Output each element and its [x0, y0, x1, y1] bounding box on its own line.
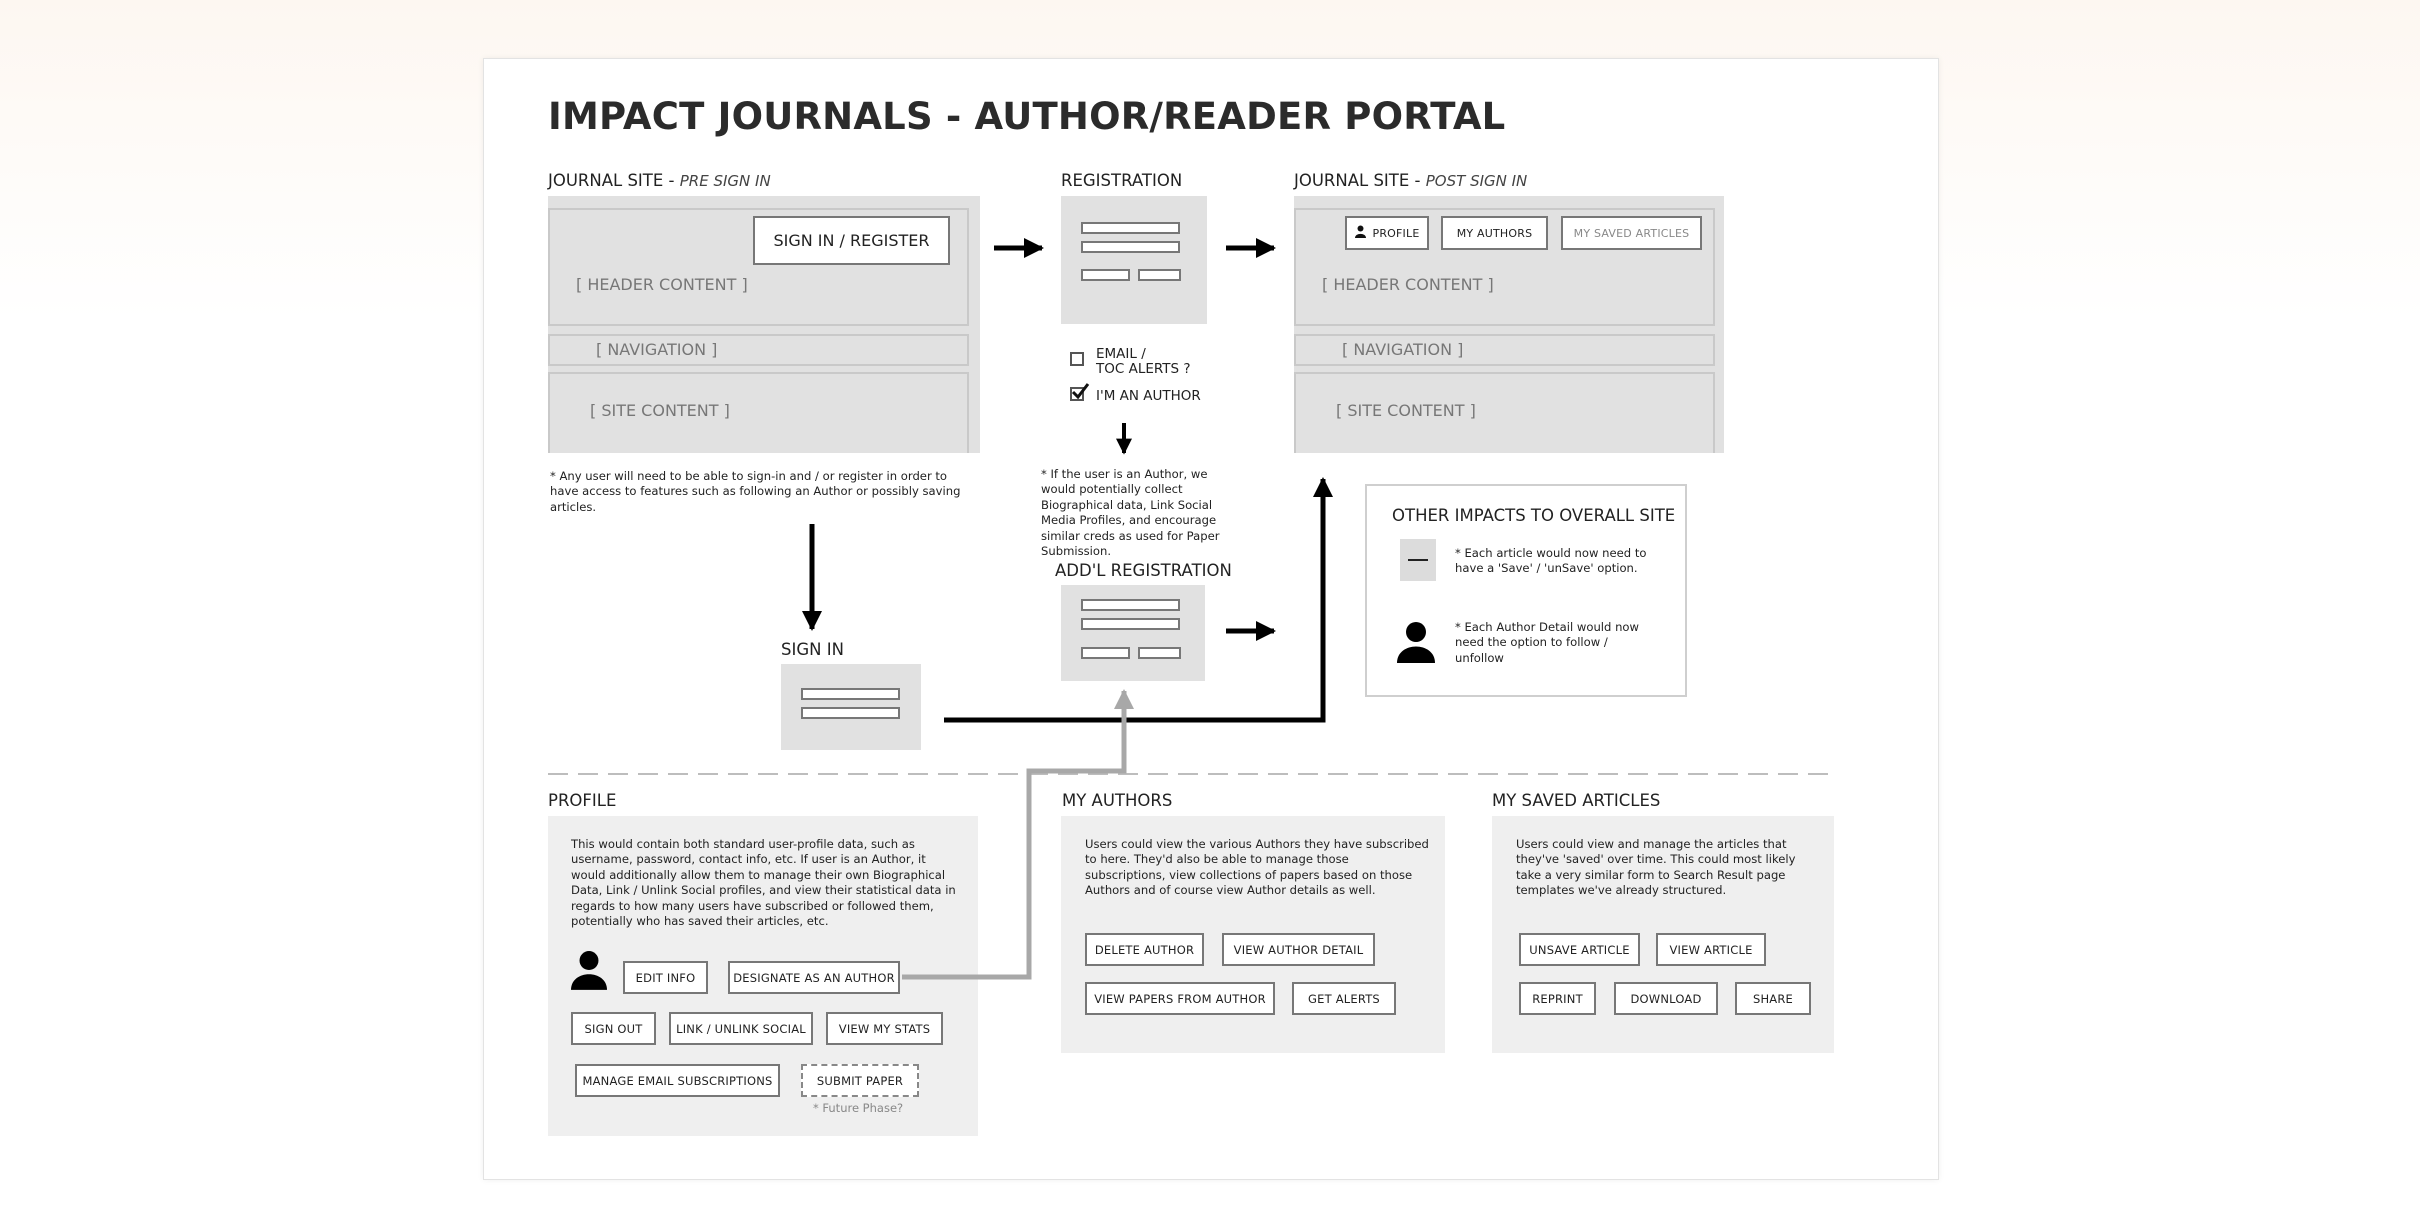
email-alerts-checkbox[interactable]: [1070, 352, 1084, 366]
addl-registration-field-2[interactable]: [1081, 618, 1180, 630]
post-signin-content-placeholder: [ SITE CONTENT ]: [1336, 401, 1476, 420]
pre-signin-navigation-placeholder: [ NAVIGATION ]: [596, 340, 718, 359]
pre-signin-wireframe: [ HEADER CONTENT ] SIGN IN / REGISTER [ …: [548, 196, 980, 453]
profile-description: This would contain both standard user-pr…: [571, 837, 956, 929]
edit-info-button[interactable]: EDIT INFO: [623, 961, 708, 994]
share-button[interactable]: SHARE: [1735, 982, 1811, 1015]
arrow-up-icon: [944, 477, 1333, 723]
link-unlink-social-button[interactable]: LINK / UNLINK SOCIAL: [669, 1012, 813, 1045]
future-phase-note: * Future Phase?: [813, 1101, 904, 1115]
registration-field-3[interactable]: [1081, 269, 1130, 281]
submit-paper-button[interactable]: SUBMIT PAPER: [801, 1064, 919, 1097]
registration-field-1[interactable]: [1081, 222, 1180, 234]
post-signin-header-placeholder: [ HEADER CONTENT ]: [1322, 275, 1494, 294]
author-checkbox[interactable]: [1070, 383, 1090, 401]
pre-signin-navigation-box: [ NAVIGATION ]: [548, 334, 969, 366]
my-authors-section-label: MY AUTHORS: [1062, 791, 1173, 810]
person-icon: [571, 949, 607, 995]
profile-button-label: PROFILE: [1372, 226, 1420, 240]
delete-author-button[interactable]: DELETE AUTHOR: [1085, 933, 1204, 966]
signin-label: SIGN IN: [781, 640, 844, 659]
registration-label: REGISTRATION: [1061, 171, 1183, 190]
my-authors-button[interactable]: MY AUTHORS: [1441, 216, 1548, 250]
other-impacts-title: OTHER IMPACTS TO OVERALL SITE: [1392, 506, 1676, 525]
pre-signin-content-box: [ SITE CONTENT ]: [548, 372, 969, 453]
save-icon: [1400, 539, 1436, 581]
view-author-detail-button[interactable]: VIEW AUTHOR DETAIL: [1222, 933, 1375, 966]
page-title: IMPACT JOURNALS - AUTHOR/READER PORTAL: [548, 95, 1506, 138]
registration-form: [1061, 196, 1207, 324]
unsave-article-button[interactable]: UNSAVE ARTICLE: [1519, 933, 1640, 966]
post-signin-label-text: JOURNAL SITE -: [1294, 171, 1426, 190]
email-alerts-label-line-2: TOC ALERTS ?: [1096, 361, 1191, 377]
view-papers-from-author-button[interactable]: VIEW PAPERS FROM AUTHOR: [1085, 982, 1275, 1015]
my-saved-articles-description: Users could view and manage the articles…: [1516, 837, 1796, 898]
signin-field-username[interactable]: [801, 688, 900, 700]
post-signin-navigation-placeholder: [ NAVIGATION ]: [1342, 340, 1464, 359]
person-icon: [1397, 621, 1435, 667]
registration-field-4[interactable]: [1138, 269, 1181, 281]
post-signin-label-italic: POST SIGN IN: [1425, 172, 1528, 190]
email-alerts-label: EMAIL / TOC ALERTS ?: [1096, 347, 1191, 377]
my-authors-description: Users could view the various Authors the…: [1085, 837, 1429, 898]
reprint-button[interactable]: REPRINT: [1519, 982, 1596, 1015]
addl-registration-field-4[interactable]: [1138, 647, 1181, 659]
pre-signin-note: * Any user will need to be able to sign-…: [550, 469, 961, 514]
my-authors-panel: Users could view the various Authors the…: [1061, 816, 1445, 1053]
pre-signin-header-placeholder: [ HEADER CONTENT ]: [576, 275, 748, 294]
other-impacts-box: OTHER IMPACTS TO OVERALL SITE * Each art…: [1365, 484, 1687, 697]
person-icon: [1354, 225, 1369, 241]
addl-registration-form: [1061, 585, 1205, 681]
profile-section-label: PROFILE: [548, 791, 617, 810]
signin-field-password[interactable]: [801, 707, 900, 719]
addl-registration-field-1[interactable]: [1081, 599, 1180, 611]
my-saved-articles-button[interactable]: MY SAVED ARTICLES: [1561, 216, 1702, 250]
my-saved-articles-panel: Users could view and manage the articles…: [1492, 816, 1834, 1053]
my-saved-articles-section-label: MY SAVED ARTICLES: [1492, 791, 1661, 810]
pre-signin-label-text: JOURNAL SITE -: [548, 171, 680, 190]
pre-signin-label-italic: PRE SIGN IN: [679, 172, 771, 190]
arrow-up-icon: [902, 689, 1134, 980]
addl-registration-field-3[interactable]: [1081, 647, 1130, 659]
get-alerts-button[interactable]: GET ALERTS: [1292, 982, 1396, 1015]
addl-registration-label: ADD'L REGISTRATION: [1055, 561, 1232, 580]
pre-signin-label: JOURNAL SITE - PRE SIGN IN: [548, 171, 771, 190]
pre-signin-content-placeholder: [ SITE CONTENT ]: [590, 401, 730, 420]
registration-field-2[interactable]: [1081, 241, 1180, 253]
sign-out-button[interactable]: SIGN OUT: [571, 1012, 656, 1045]
email-alerts-label-line-1: EMAIL /: [1096, 346, 1146, 362]
view-my-stats-button[interactable]: VIEW MY STATS: [826, 1012, 943, 1045]
diagram-canvas: IMPACT JOURNALS - AUTHOR/READER PORTAL J…: [483, 58, 1939, 1180]
post-signin-content-box: [ SITE CONTENT ]: [1294, 372, 1715, 453]
signin-form: [781, 664, 921, 750]
view-article-button[interactable]: VIEW ARTICLE: [1656, 933, 1766, 966]
registration-note: * If the user is an Author, we would pot…: [1041, 467, 1220, 559]
save-icon-line: [1408, 559, 1428, 561]
download-button[interactable]: DOWNLOAD: [1614, 982, 1718, 1015]
other-impacts-save-note: * Each article would now need to have a …: [1455, 546, 1647, 576]
post-signin-wireframe: [ HEADER CONTENT ] PROFILE MY AUTHORS MY…: [1294, 196, 1724, 453]
post-signin-label: JOURNAL SITE - POST SIGN IN: [1294, 171, 1527, 190]
flow-connectors: [548, 238, 1834, 980]
profile-button[interactable]: PROFILE: [1345, 216, 1429, 250]
sign-in-register-button[interactable]: SIGN IN / REGISTER: [753, 216, 950, 265]
checkmark-icon: [1071, 383, 1090, 400]
author-checkbox-label: I'M AN AUTHOR: [1096, 388, 1201, 404]
other-impacts-follow-note: * Each Author Detail would now need the …: [1455, 620, 1639, 665]
post-signin-navigation-box: [ NAVIGATION ]: [1294, 334, 1715, 366]
manage-email-subscriptions-button[interactable]: MANAGE EMAIL SUBSCRIPTIONS: [575, 1064, 780, 1097]
designate-author-button[interactable]: DESIGNATE AS AN AUTHOR: [728, 961, 900, 994]
